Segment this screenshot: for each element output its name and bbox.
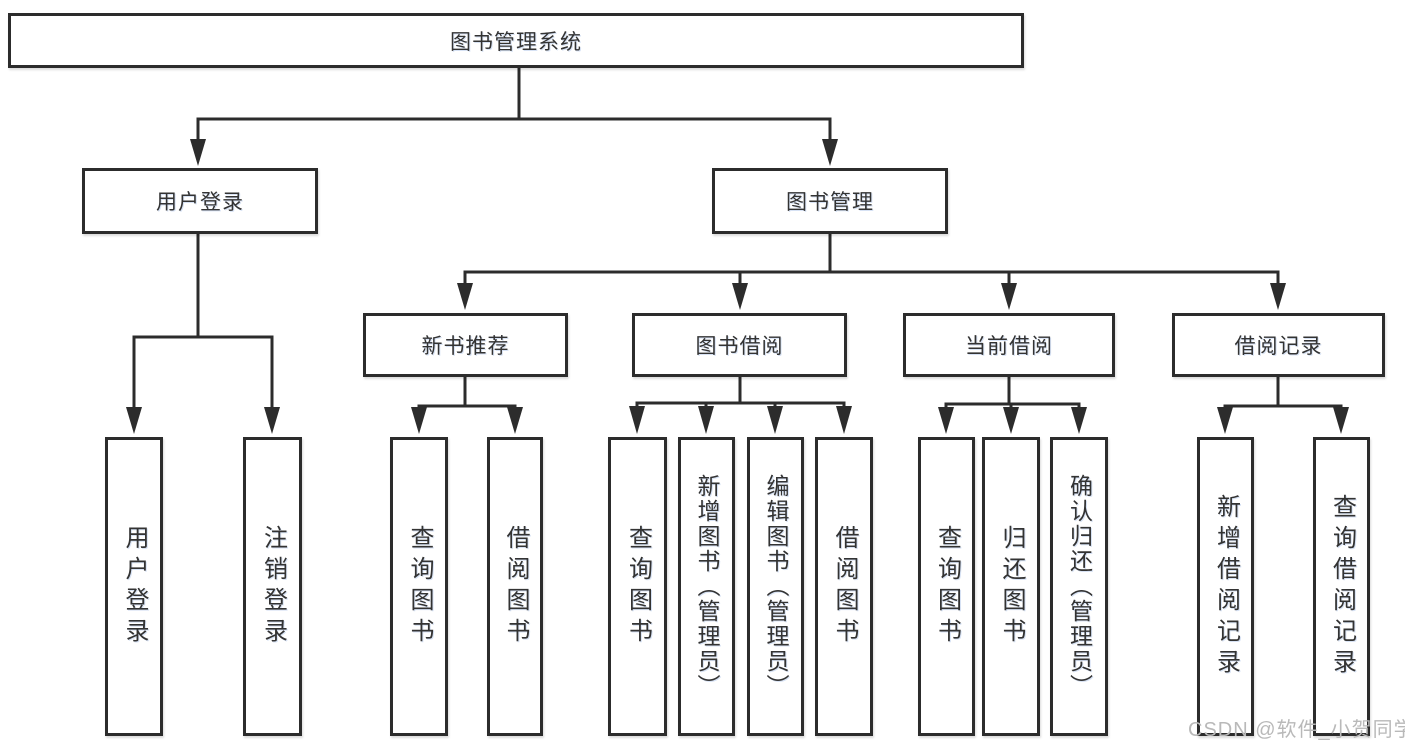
node-add-borrow-record: 新增借阅记录: [1197, 437, 1254, 736]
node-logout: 注销登录: [243, 437, 302, 736]
node-user-login: 用户登录: [82, 168, 318, 234]
arrowhead: [1217, 407, 1233, 434]
node-label: 用户登录: [156, 191, 244, 214]
node-borrowing-records: 借阅记录: [1172, 313, 1385, 377]
arrowhead: [1270, 283, 1286, 310]
connector-current-to-leaves: [938, 377, 1087, 434]
connector-borrowing-to-leaves: [629, 377, 852, 434]
arrowhead: [1333, 407, 1349, 434]
node-label: 图书管理系统: [450, 30, 582, 54]
arrowhead: [938, 407, 954, 434]
arrowhead: [767, 406, 783, 434]
arrowhead: [126, 407, 142, 434]
node-label: 查询图书: [406, 524, 433, 649]
node-label: 新书推荐: [421, 335, 510, 358]
arrowhead: [1001, 283, 1017, 310]
csdn-watermark: CSDN @软件_小贺同学: [1188, 719, 1405, 741]
node-user-login-leaf: 用户登录: [105, 437, 163, 736]
node-label: 确认归还（管理员）: [1066, 474, 1093, 699]
node-edit-book-admin: 编辑图书（管理员）: [747, 437, 804, 736]
node-label: 查询借阅记录: [1328, 493, 1356, 680]
node-query-books-3: 查询图书: [918, 437, 975, 736]
node-query-borrow-record: 查询借阅记录: [1313, 437, 1370, 736]
node-label: 用户登录: [121, 524, 148, 649]
node-label: 新增借阅记录: [1212, 493, 1240, 680]
arrowhead: [836, 406, 852, 434]
node-query-books-1: 查询图书: [390, 437, 448, 736]
node-add-book-admin: 新增图书（管理员）: [678, 437, 735, 736]
node-label: 查询图书: [933, 524, 961, 649]
arrowhead: [1003, 407, 1019, 434]
arrowhead: [264, 407, 280, 434]
node-label: 编辑图书（管理员）: [763, 474, 789, 699]
node-label: 新增图书（管理员）: [694, 474, 720, 699]
node-borrow-books-1: 借阅图书: [487, 437, 543, 736]
node-book-management: 图书管理: [712, 168, 948, 234]
node-confirm-return-admin: 确认归还（管理员）: [1050, 437, 1108, 736]
node-return-books: 归还图书: [982, 437, 1040, 736]
arrowhead: [190, 139, 206, 166]
connector-book-mgmt-to-level3: [457, 234, 1286, 310]
node-current-borrowing: 当前借阅: [903, 313, 1115, 377]
arrowhead: [698, 406, 714, 434]
node-new-book-recommend: 新书推荐: [363, 313, 568, 377]
node-label: 注销登录: [259, 524, 287, 649]
arrowhead: [1071, 407, 1087, 434]
connector-new-books-to-leaves: [411, 377, 523, 434]
connector-user-login-to-leaves: [126, 234, 280, 434]
connector-records-to-leaves: [1217, 377, 1349, 434]
node-label: 当前借阅: [965, 335, 1053, 358]
node-label: 借阅记录: [1234, 335, 1323, 358]
arrowhead: [457, 283, 473, 310]
arrowhead: [507, 407, 523, 434]
node-library-system: 图书管理系统: [8, 13, 1024, 68]
node-book-borrowing: 图书借阅: [632, 313, 847, 377]
node-query-books-2: 查询图书: [608, 437, 667, 736]
node-label: 图书借阅: [695, 335, 784, 358]
node-label: 借阅图书: [831, 524, 858, 649]
node-label: 归还图书: [998, 524, 1025, 649]
arrowhead: [411, 407, 427, 434]
arrowhead: [822, 139, 838, 166]
node-label: 借阅图书: [502, 524, 529, 649]
node-label: 图书管理: [786, 191, 874, 214]
node-label: 查询图书: [624, 524, 652, 649]
connector-root-to-level2: [190, 67, 838, 166]
arrowhead: [732, 283, 748, 310]
node-borrow-books-2: 借阅图书: [815, 437, 873, 736]
arrowhead: [629, 406, 645, 434]
